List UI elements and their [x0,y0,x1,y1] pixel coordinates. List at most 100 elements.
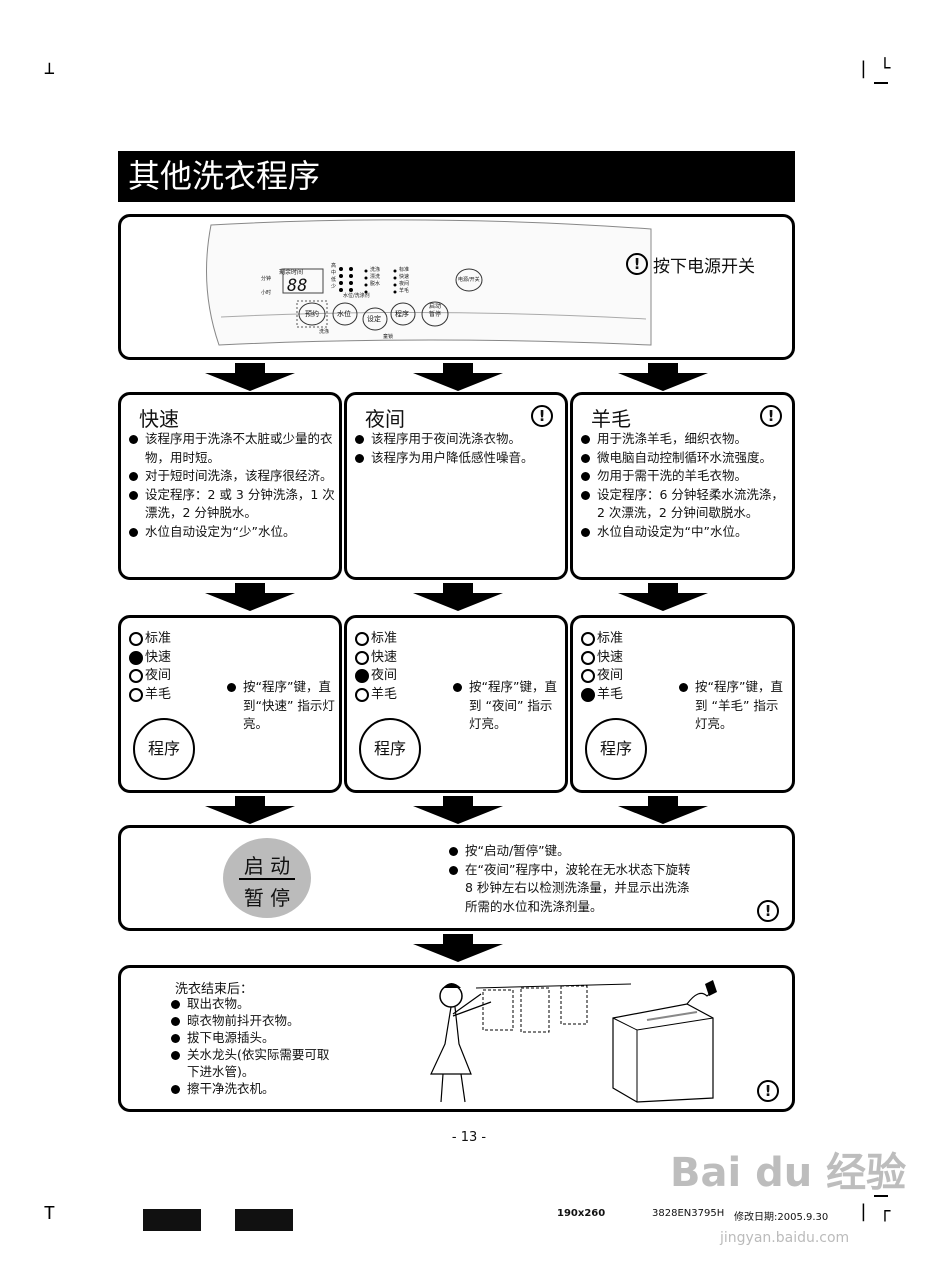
color-bar [235,1209,293,1231]
minute-label: 分钟 [261,276,272,282]
watermark-url: jingyan.baidu.com [720,1230,850,1246]
arrow-down-icon [413,583,503,611]
watermark-logo: Bai du 经验 [670,1150,907,1196]
water-detergent-label: 水位/洗涤剂 [343,293,370,299]
indicator-off-icon [581,632,595,647]
bullet-item: 按“启动/暂停”键。 [447,842,701,861]
step1-text: 按下电源开关 [653,257,755,277]
program-button[interactable]: 程序 [585,718,647,780]
indicator-off-icon [129,632,143,647]
program-button[interactable]: 程序 [359,718,421,780]
woman-hanging-clothes-illustration [430,983,632,1103]
bullet-item: 勿用于需干洗的羊毛衣物。 [579,467,791,486]
start-box: 启 动 暂 停 按“启动/暂停”键。 在“夜间”程序中，波轮在无水状态下旋转 8… [118,825,795,931]
after-bullets: 取出衣物。 晾衣物前抖开衣物。 拔下电源插头。 关水龙头(依实际需要可取下进水管… [169,995,339,1097]
bullet-item: 微电脑自动控制循环水流强度。 [579,449,791,468]
program-options: 标准 快速 夜间 羊毛 [355,630,397,704]
option-wool: 羊毛 [129,686,171,705]
crop-mark: | └ [858,58,891,79]
page-title: 其他洗衣程序 [118,151,795,202]
bullet-item: 水位自动设定为“中”水位。 [579,523,791,542]
select-box-quick: 标准 快速 夜间 羊毛 按“程序”键，直到“快速” 指示灯亮。 程序 [118,615,342,793]
arrow-down-icon [205,796,295,824]
bullet-item: 水位自动设定为“少”水位。 [127,523,339,542]
program-box-quick: 快速 该程序用于洗涤不太脏或少量的衣物，用时短。 对于短时间洗涤，该程序很经济。… [118,392,342,580]
step1-number-icon: ! [626,253,648,275]
select-instruction: 按“程序”键，直到“快速” 指示灯亮。 [225,678,337,734]
arrow-down-icon [413,934,503,962]
warning-icon: ! [531,405,553,427]
bullet-item: 该程序为用户降低感性噪音。 [353,449,565,468]
indicator-off-icon [129,669,143,684]
indicator-off-icon [581,669,595,684]
indicator-on-icon [129,650,143,665]
select-instruction: 按“程序”键，直到 “夜间” 指示灯亮。 [451,678,563,734]
bullet-item: 晾衣物前抖开衣物。 [169,1012,339,1029]
footer-date: 修改日期:2005.9.30 [734,1212,829,1223]
control-panel-box: 剩余时间 分钟 小时 88 高中低少 水位/洗涤剂 洗涤漂洗脱水 标准快速夜间羊… [118,214,795,360]
child-lock-label: 童锁 [383,334,394,340]
water-button[interactable]: 水位 [337,310,351,318]
footer-code: 3828EN3795H [652,1208,725,1219]
arrow-down-icon [413,363,503,391]
hour-label: 小时 [261,290,272,296]
program-bullets: 该程序用于洗涤不太脏或少量的衣物，用时短。 对于短时间洗涤，该程序很经济。 设定… [127,430,339,541]
indicator-on-icon [581,687,595,702]
bullet-item: 对于短时间洗涤，该程序很经济。 [127,467,339,486]
option-quick: 快速 [129,649,171,668]
bullet-item: 用于洗涤羊毛，细织衣物。 [579,430,791,449]
warning-icon: ! [757,900,779,922]
after-title: 洗衣结束后： [175,982,254,997]
crop-mark [874,82,888,84]
level-labels: 高中低少 [331,263,337,290]
arrow-down-icon [618,583,708,611]
option-night: 夜间 [581,667,623,686]
reserve-button[interactable]: 预约 [305,310,319,318]
program-title: 羊毛 [591,407,631,431]
bullet-item: 关水龙头(依实际需要可取下进水管)。 [169,1046,339,1080]
bullet-item: 在“夜间”程序中，波轮在无水状态下旋转 8 秒钟左右以检测洗涤量，并显示出洗涤所… [447,861,701,917]
option-wool: 羊毛 [581,686,623,705]
program-button-panel[interactable]: 程序 [395,310,409,318]
program-bullets: 用于洗涤羊毛，细织衣物。 微电脑自动控制循环水流强度。 勿用于需干洗的羊毛衣物。… [579,430,791,541]
option-night: 夜间 [129,667,171,686]
start-pause-button-panel[interactable]: 启动暂停 [429,303,442,318]
indicator-off-icon [581,650,595,665]
program-bullets: 该程序用于夜间洗涤衣物。 该程序为用户降低感性噪音。 [353,430,565,467]
page-number: - 13 - [451,1130,487,1145]
after-wash-box: 洗衣结束后： 取出衣物。 晾衣物前抖开衣物。 拔下电源插头。 关水龙头(依实际需… [118,965,795,1112]
warning-icon: ! [760,405,782,427]
footer-size: 190x260 [557,1208,606,1219]
option-quick: 快速 [581,649,623,668]
bullet-item: 设定程序：2 或 3 分钟洗涤，1 次漂洗，2 分钟脱水。 [127,486,339,523]
indicator-off-icon [355,632,369,647]
option-standard: 标准 [129,630,171,649]
power-button-panel[interactable]: 电源/开关 [458,277,480,283]
program-title: 快速 [139,407,179,431]
arrow-down-icon [618,796,708,824]
arrow-down-icon [413,796,503,824]
program-labels: 标准快速夜间羊毛 [399,267,410,294]
program-title: 夜间 [365,407,405,431]
indicator-on-icon [355,669,369,684]
color-bar [143,1209,201,1231]
indicator-off-icon [355,687,369,702]
select-box-wool: 标准 快速 夜间 羊毛 按“程序”键，直到 “羊毛” 指示灯亮。 程序 [570,615,795,793]
set-button[interactable]: 设定 [367,315,381,323]
process-labels: 洗涤漂洗脱水 [370,267,381,287]
rinse-label: 洗涤 [319,329,330,335]
select-box-night: 标准 快速 夜间 羊毛 按“程序”键，直到 “夜间” 指示灯亮。 程序 [344,615,568,793]
crop-mark: | ┌ [858,1201,891,1222]
program-button[interactable]: 程序 [133,718,195,780]
arrow-down-icon [618,363,708,391]
option-wool: 羊毛 [355,686,397,705]
option-night: 夜间 [355,667,397,686]
bullet-item: 取出衣物。 [169,995,339,1012]
program-box-wool: 羊毛 ! 用于洗涤羊毛，细织衣物。 微电脑自动控制循环水流强度。 勿用于需干洗的… [570,392,795,580]
start-bullets: 按“启动/暂停”键。 在“夜间”程序中，波轮在无水状态下旋转 8 秒钟左右以检测… [447,842,701,916]
warning-icon: ! [757,1080,779,1102]
option-quick: 快速 [355,649,397,668]
start-pause-button[interactable]: 启 动 暂 停 [223,838,311,918]
indicator-off-icon [355,650,369,665]
crop-mark: T [44,1203,55,1224]
